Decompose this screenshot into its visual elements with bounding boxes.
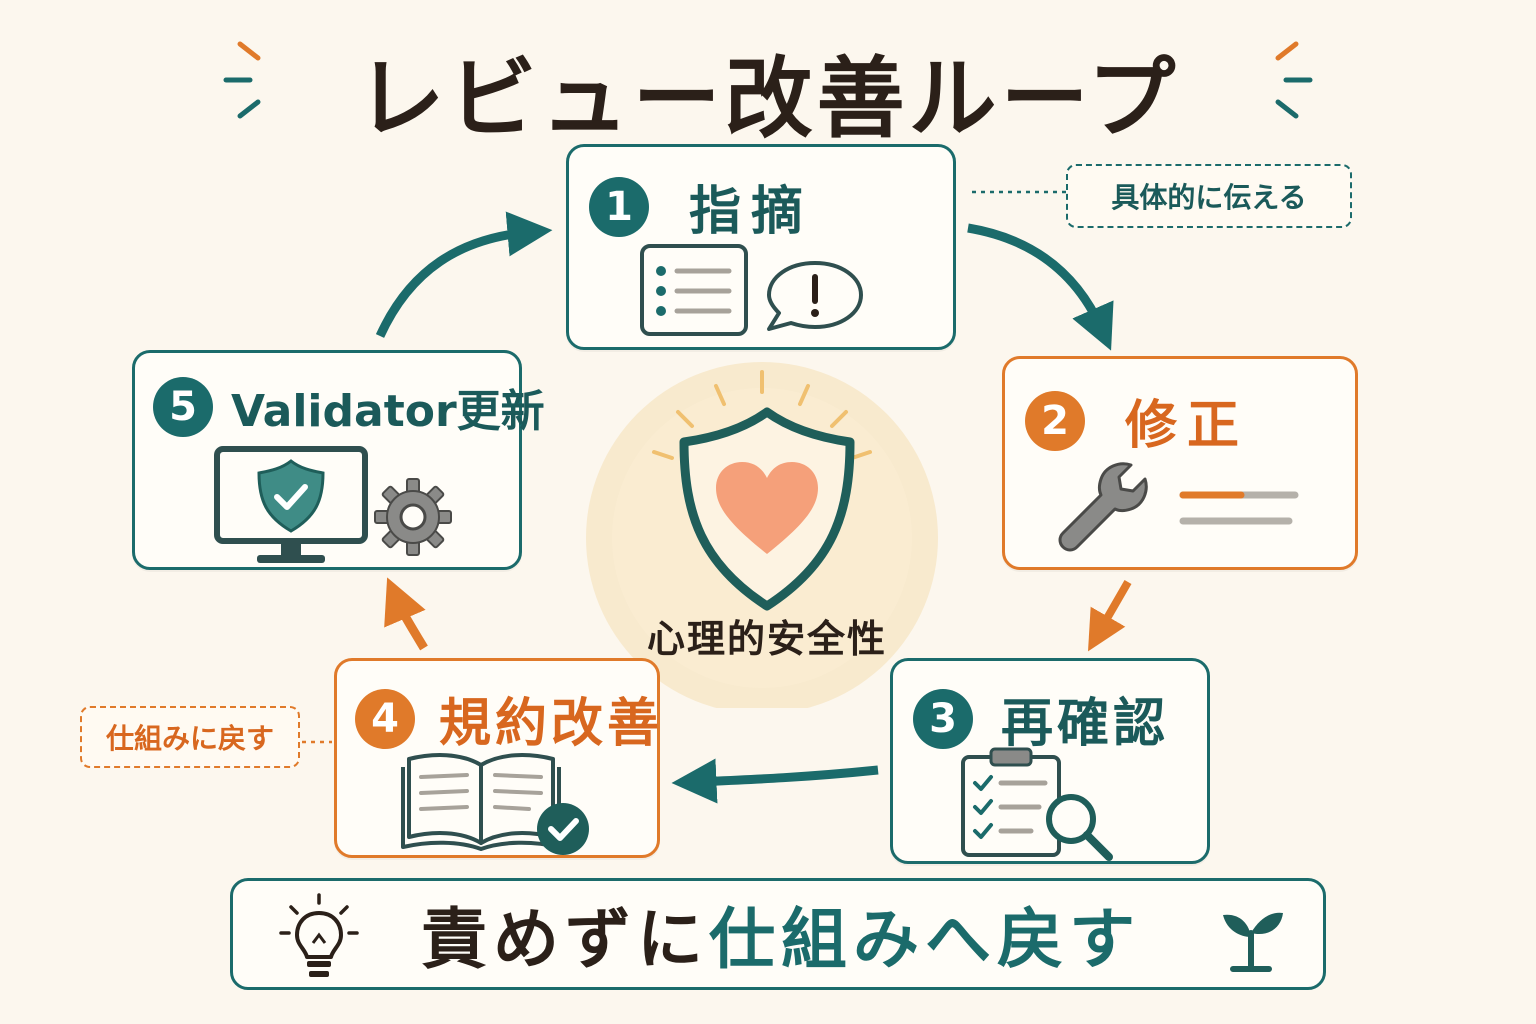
arrow-step2-to-step3 (1088, 580, 1132, 652)
shield-heart-icon (679, 407, 855, 611)
page-title: レビュー改善ループ (356, 47, 1180, 150)
bottom-banner: 責めずに 仕組みへ戻す (230, 878, 1326, 990)
step-card-5[interactable]: 5 Validator更新 (132, 350, 545, 570)
exclamation-bubble-icon (767, 261, 863, 331)
magnifier-icon (1046, 794, 1113, 861)
step-label: 規約改善 (439, 694, 664, 754)
open-book-icon (401, 753, 561, 851)
step-card-2[interactable]: 2 修正 (1002, 356, 1358, 570)
step-label: 修正 (1125, 396, 1250, 456)
monitor-shield-icon (214, 446, 368, 563)
clipboard-check-icon (961, 747, 1061, 857)
gear-icon (374, 478, 452, 556)
banner-text-part1: 責めずに (421, 901, 709, 978)
arrow-step5-to-step1 (375, 211, 553, 338)
arrow-step3-to-step4 (671, 758, 879, 804)
step-card-3[interactable]: 3 再確認 (890, 658, 1210, 864)
step-label: Validator更新 (231, 386, 545, 437)
check-badge-icon (537, 803, 589, 855)
note-step4: 仕組みに戻す (80, 706, 300, 768)
wrench-icon (1058, 462, 1148, 552)
banner-text-part2: 仕組みへ戻す (709, 901, 1141, 978)
step-card-1[interactable]: 1 指摘 (566, 144, 956, 350)
step-card-4[interactable]: 4 規約改善 (334, 658, 660, 858)
center-label: 心理的安全性 (646, 617, 887, 661)
checklist-card-icon (640, 244, 748, 336)
note-step1: 具体的に伝える (1066, 164, 1352, 228)
arrow-step4-to-step5 (384, 577, 428, 651)
step-label: 指摘 (689, 182, 814, 242)
step-number-badge: 2 (1025, 390, 1085, 451)
banner-text: 責めずに 仕組みへ戻す (363, 881, 1199, 987)
arrow-step1-to-step2 (967, 223, 1114, 351)
step-number-badge: 3 (913, 688, 973, 749)
step-number-badge: 5 (153, 377, 213, 437)
step-number-badge: 1 (589, 176, 649, 237)
step-number-badge: 4 (355, 688, 415, 749)
sprout-icon (1223, 912, 1283, 972)
step-label: 再確認 (1001, 694, 1170, 754)
progress-lines-icon (1179, 491, 1299, 525)
lightbulb-icon (279, 893, 359, 977)
